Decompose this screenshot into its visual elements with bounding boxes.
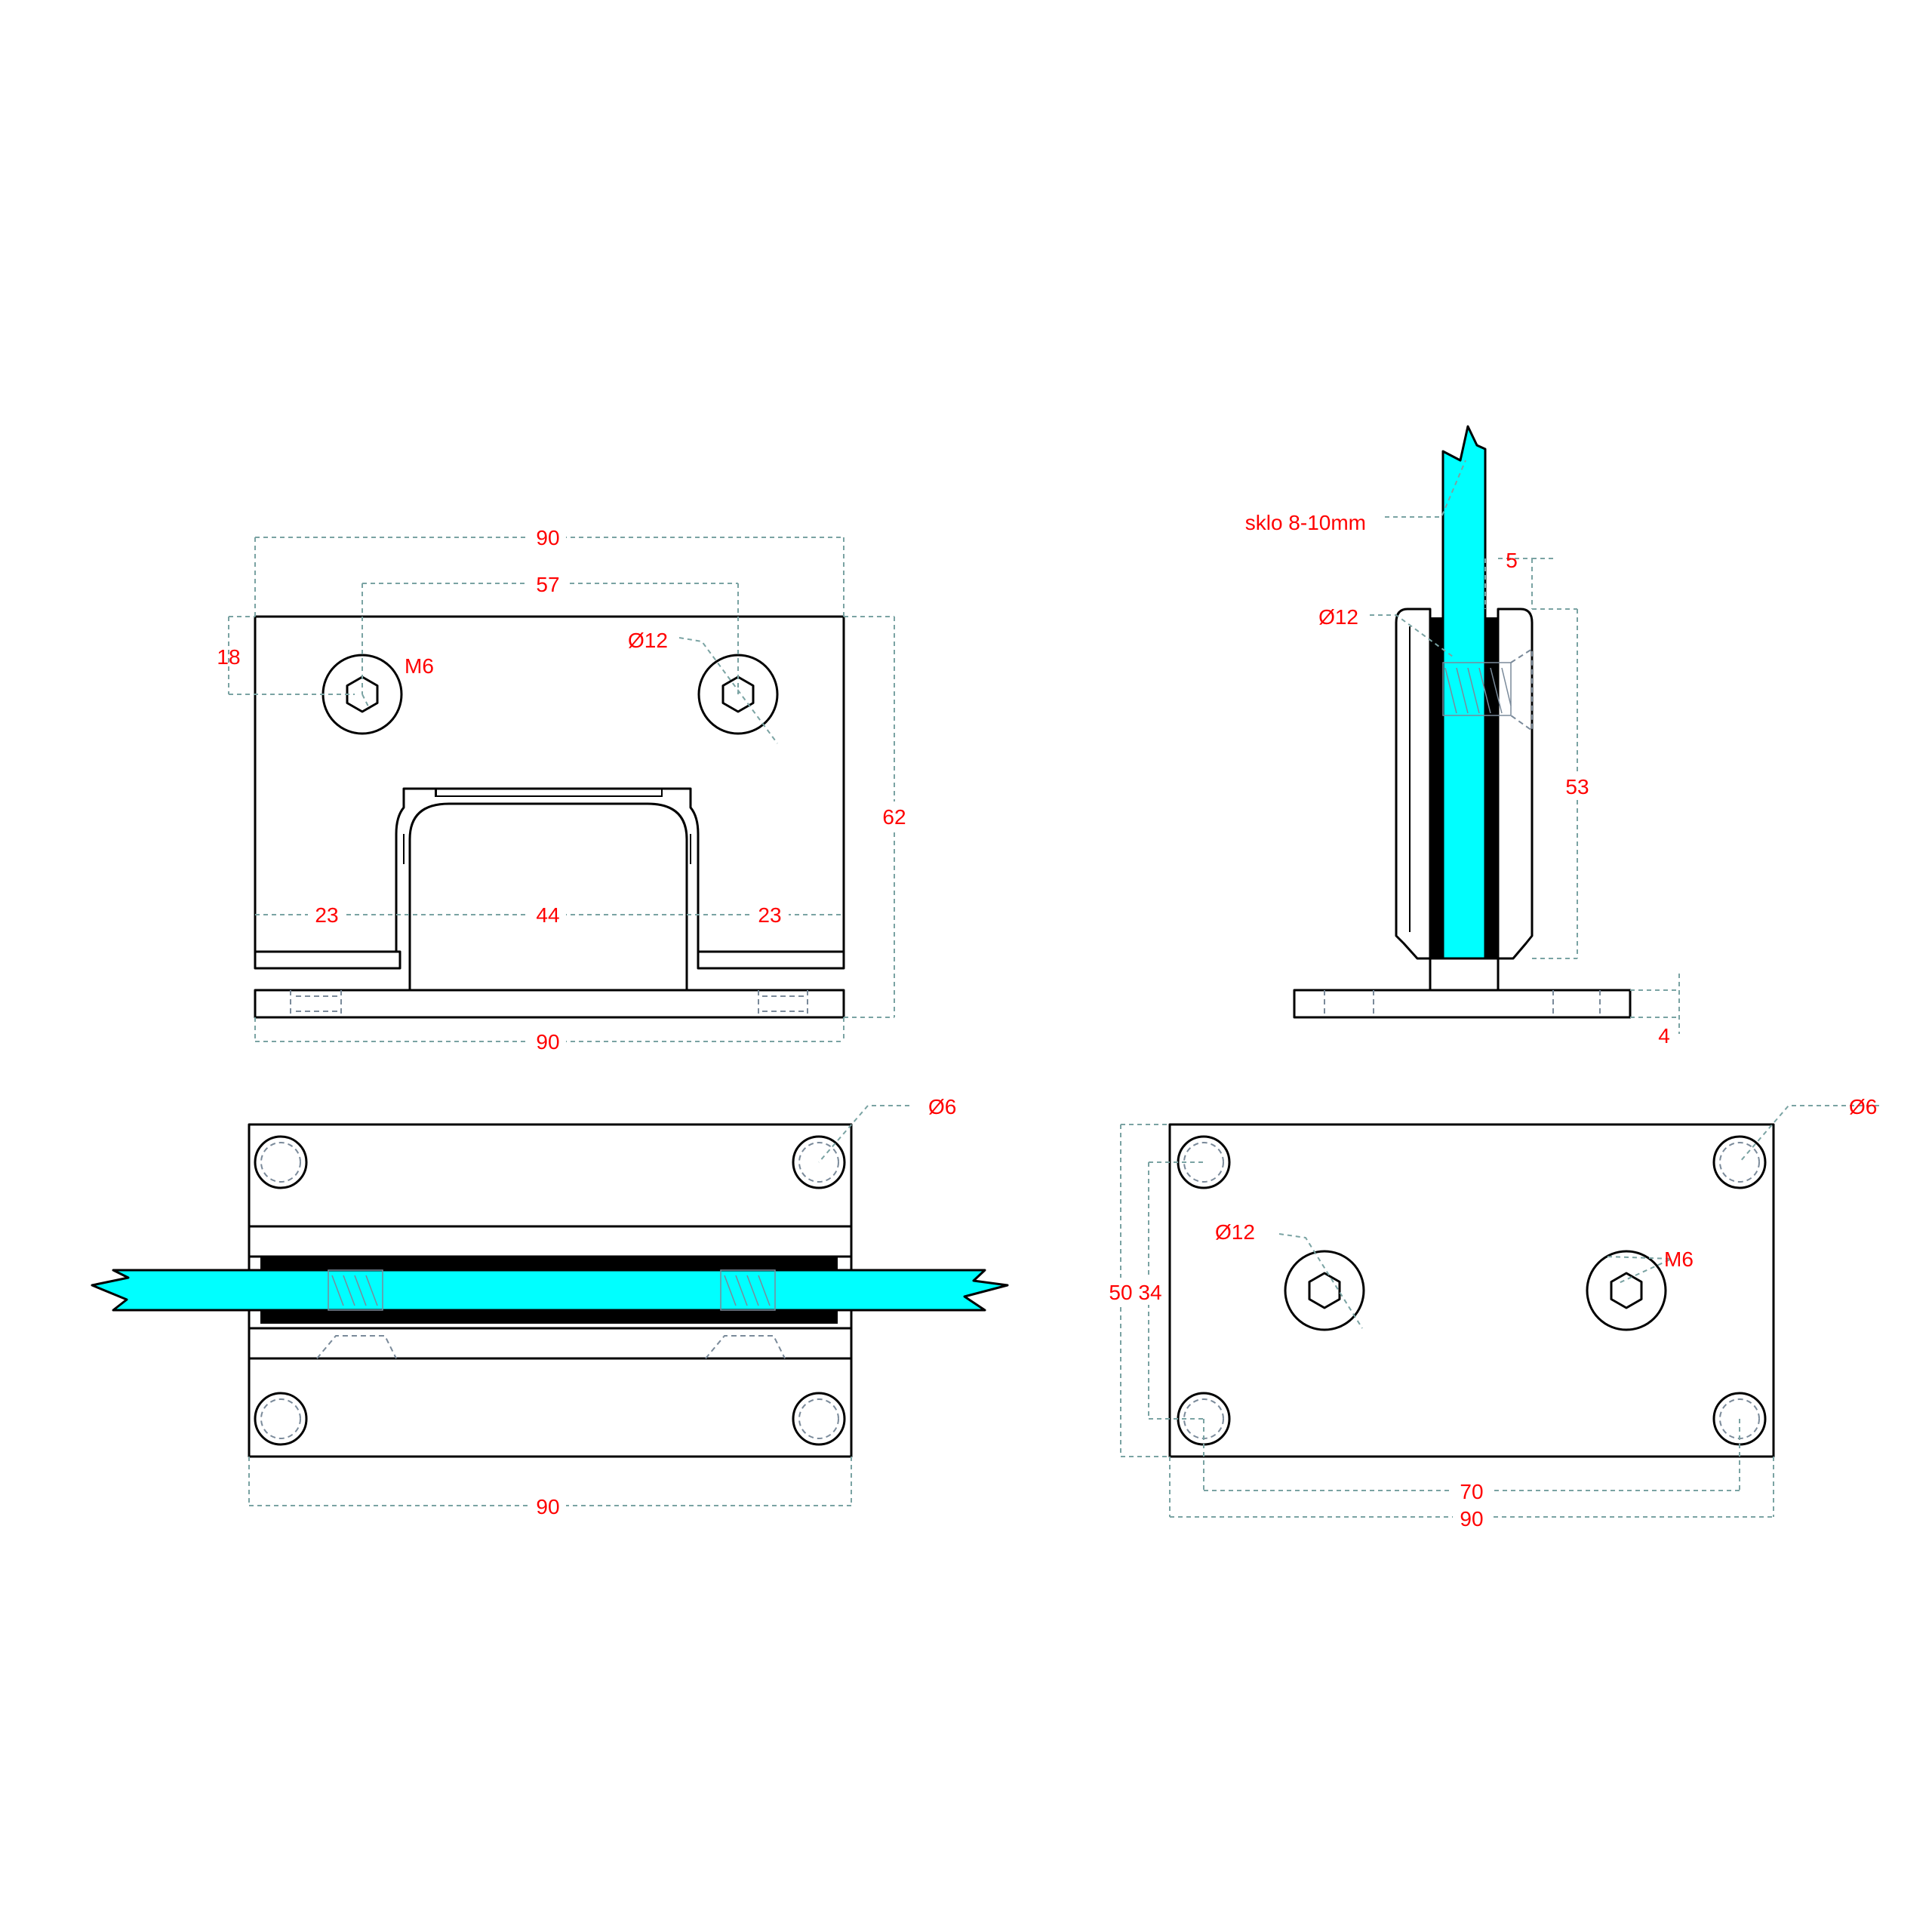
front-screw-label: M6 [405,654,434,678]
top-glass-panel [91,1269,1009,1312]
top-width-label: 90 [536,1495,559,1518]
front-view: 90 57 18 M6 Ø12 62 23 44 23 90 [217,522,912,1055]
side-view: sklo 8-10mm 5 Ø12 53 4 [1245,425,1680,1048]
front-notch-inner [408,802,688,990]
side-gasket-left [1430,617,1443,958]
countersunk-hole-icon [792,1135,846,1189]
back-left-screw [1284,1250,1365,1331]
back-screw-label: M6 [1664,1247,1694,1271]
back-view: Ø6 Ø12 M6 50 34 70 90 [1103,1095,1879,1531]
back-height-outer-label: 50 [1109,1281,1132,1304]
side-glass-label: sklo 8-10mm [1245,511,1366,534]
countersunk-hole-icon [1712,1135,1767,1189]
front-left-seg-label: 23 [315,903,338,927]
side-clamp-right [1497,608,1534,960]
front-dim-57 [361,583,739,694]
back-small-hole-dia-label: Ø6 [1849,1095,1877,1118]
front-right-screw [697,654,779,735]
side-dim-4 [1630,974,1680,1034]
hex-socket-icon [1610,1272,1643,1309]
side-gasket-right [1485,617,1498,958]
back-hole-spacing-label: 70 [1460,1480,1483,1503]
front-hole-spacing-label: 57 [536,573,559,596]
top-thread-right [720,1269,776,1311]
top-view: Ø6 90 [91,1095,1009,1520]
front-width-bottom-label: 90 [536,1030,559,1054]
front-dim-18 [228,616,355,695]
front-right-seg-label: 23 [758,903,781,927]
side-screw-thread [1442,648,1533,732]
side-glass-panel [1441,425,1487,960]
front-base-plate [254,989,845,1019]
countersunk-hole-icon [254,1135,308,1189]
top-gasket-lower [260,1310,838,1324]
back-height-inner-label: 34 [1138,1281,1161,1304]
hex-socket-icon [1308,1272,1341,1309]
back-width-label: 90 [1460,1507,1483,1531]
top-hole-dia-label: Ø6 [928,1095,956,1118]
countersunk-hole-icon [254,1392,308,1446]
side-height-label: 53 [1565,775,1589,798]
back-plate-outline [1168,1123,1775,1458]
front-width-top-label: 90 [536,526,559,549]
front-notch-slot [435,788,663,797]
countersunk-hole-icon [792,1392,846,1446]
hex-socket-icon [721,675,755,713]
top-gasket-upper [260,1257,838,1270]
top-thread-left [328,1269,383,1311]
side-clamp-left [1395,608,1432,960]
front-mid-seg-label: 44 [536,903,559,927]
front-height-label: 62 [882,805,906,829]
side-neck [1429,957,1500,992]
side-base-plate [1293,989,1632,1019]
front-hole-offset-label: 18 [217,645,240,669]
hex-socket-icon [346,675,379,713]
back-right-screw [1586,1250,1667,1331]
side-hole-dia-label: Ø12 [1318,605,1358,629]
back-hole-dia-label: Ø12 [1215,1220,1255,1244]
front-hole-dia-label: Ø12 [628,629,668,652]
side-gap-label: 5 [1506,549,1518,572]
side-plate-label: 4 [1658,1024,1670,1048]
